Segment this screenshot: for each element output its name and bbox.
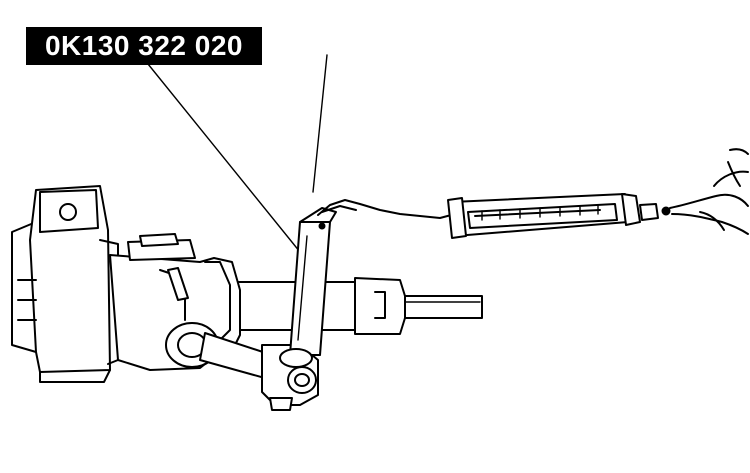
- part-number-label: 0K130 322 020: [26, 27, 262, 65]
- tube-sleeve: [354, 277, 406, 335]
- hook-wire: [317, 199, 456, 219]
- gauge-window: [467, 203, 618, 229]
- gauge-leader-line: [312, 54, 328, 193]
- part-leader-line: [147, 63, 301, 253]
- mount-bracket: [11, 185, 119, 383]
- housing-lug: [167, 267, 189, 301]
- bolt-hole: [59, 203, 77, 221]
- pull-scale-gauge: [447, 193, 671, 239]
- preload-adapter-tool: [279, 207, 337, 368]
- leader-lines: [147, 54, 328, 253]
- rack-end: [404, 295, 483, 319]
- gauge-hook-eye: [661, 206, 671, 216]
- hand-holding-gauge: [669, 148, 749, 235]
- pinion-shaft: [165, 322, 319, 411]
